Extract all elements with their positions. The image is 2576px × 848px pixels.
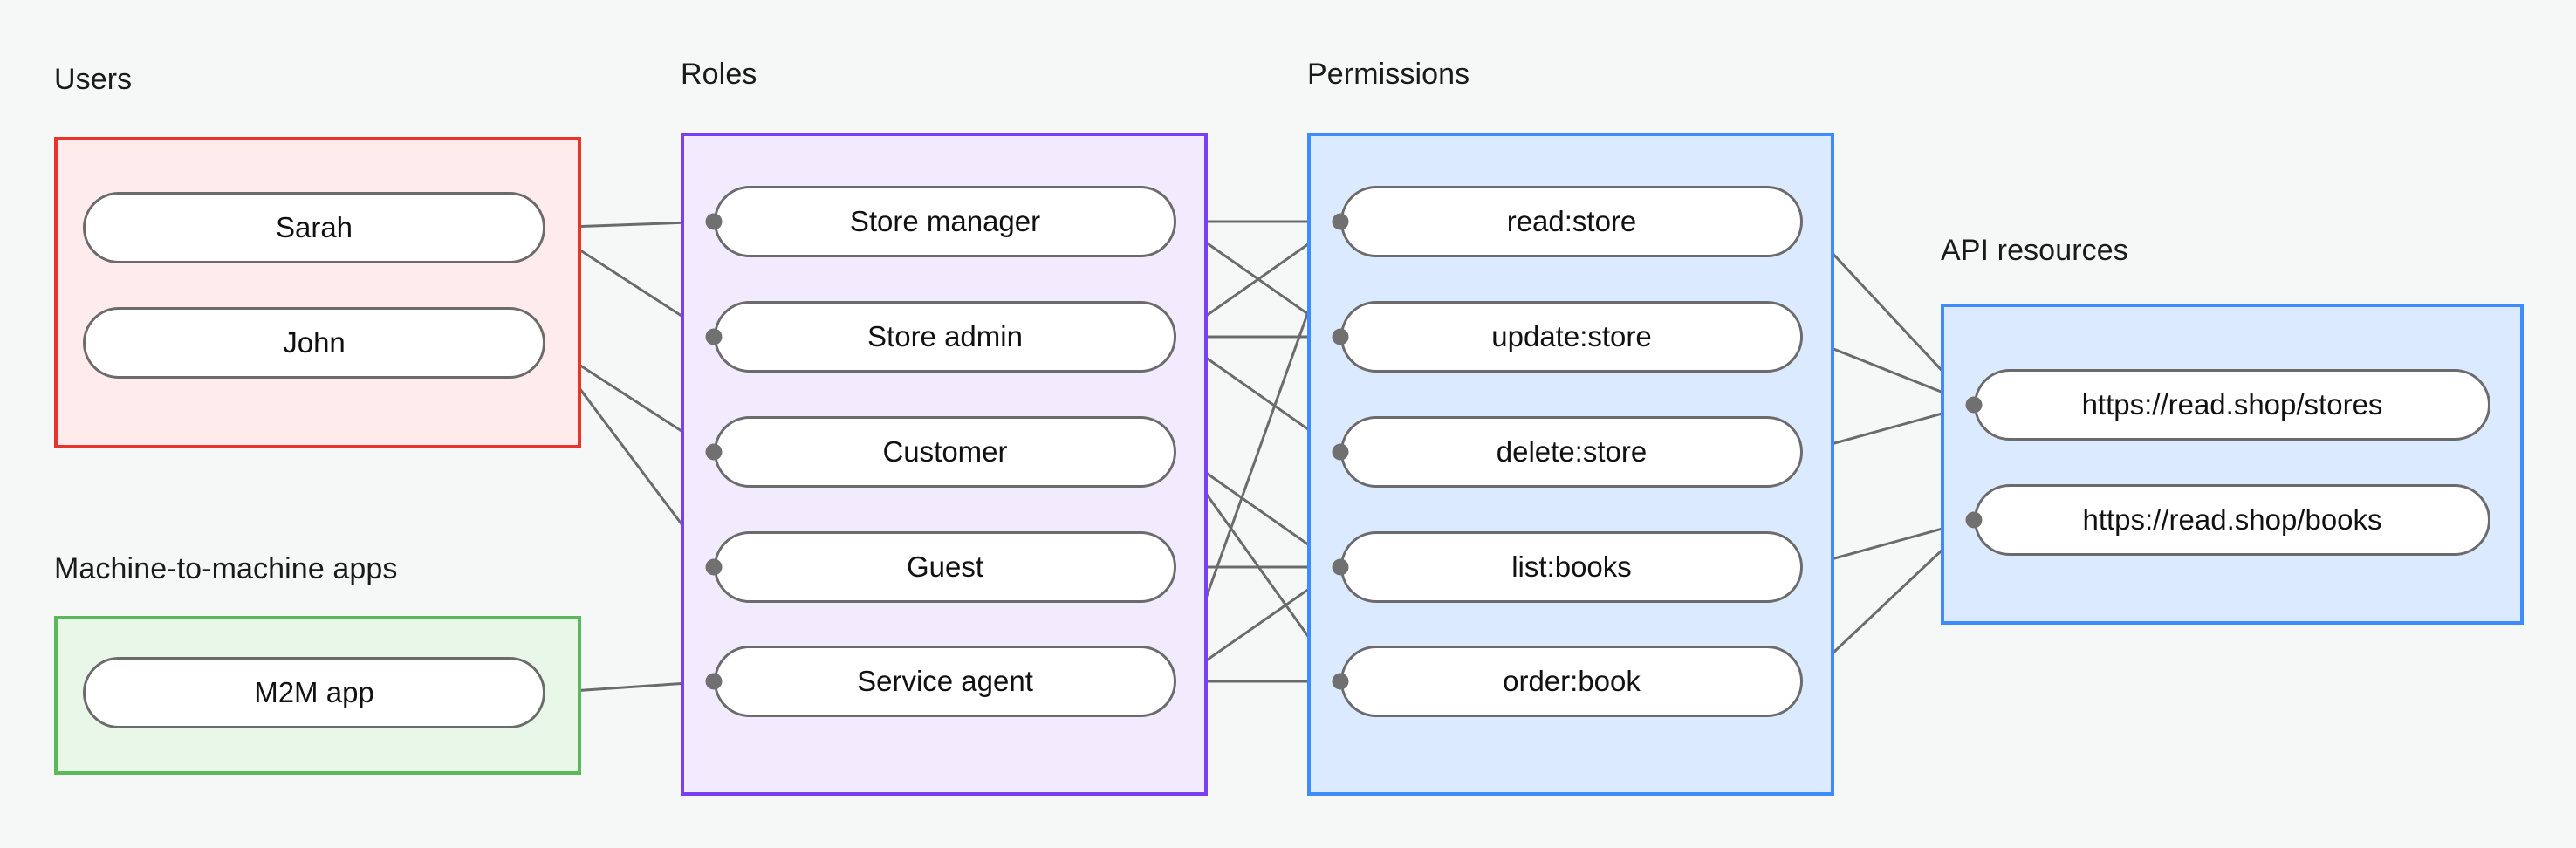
node-john[interactable]: John: [83, 307, 545, 379]
group-title-permissions: Permissions: [1307, 58, 1470, 91]
group-box-api: [1941, 304, 2524, 625]
node-customer[interactable]: Customer: [714, 416, 1176, 488]
node-res_books[interactable]: https://read.shop/books: [1974, 484, 2490, 556]
port-dot-store_admin: [705, 328, 723, 345]
port-dot-delete_store: [1332, 443, 1349, 461]
group-title-api: API resources: [1941, 234, 2128, 267]
port-dot-res_stores: [1965, 396, 1983, 414]
node-delete_store[interactable]: delete:store: [1340, 416, 1803, 488]
group-title-roles: Roles: [681, 58, 757, 91]
node-res_stores[interactable]: https://read.shop/stores: [1974, 369, 2490, 441]
node-svc_agent[interactable]: Service agent: [714, 646, 1176, 717]
port-dot-svc_agent: [705, 673, 723, 690]
group-title-users: Users: [54, 63, 133, 96]
node-store_mgr[interactable]: Store manager: [714, 186, 1176, 257]
port-dot-read_store: [1332, 213, 1349, 230]
port-dot-order_book: [1332, 673, 1349, 690]
node-sarah[interactable]: Sarah: [83, 192, 545, 263]
node-order_book[interactable]: order:book: [1340, 646, 1803, 717]
port-dot-list_books: [1332, 558, 1349, 576]
node-m2mapp[interactable]: M2M app: [83, 657, 545, 728]
port-dot-customer: [705, 443, 723, 461]
port-dot-res_books: [1965, 511, 1983, 529]
port-dot-guest: [705, 558, 723, 576]
node-list_books[interactable]: list:books: [1340, 531, 1803, 603]
group-box-users: [54, 137, 581, 448]
port-dot-update_store: [1332, 328, 1349, 345]
node-guest[interactable]: Guest: [714, 531, 1176, 603]
node-update_store[interactable]: update:store: [1340, 301, 1803, 373]
group-title-m2m: Machine-to-machine apps: [54, 552, 398, 585]
node-store_admin[interactable]: Store admin: [714, 301, 1176, 373]
port-dot-store_mgr: [705, 213, 723, 230]
node-read_store[interactable]: read:store: [1340, 186, 1803, 257]
